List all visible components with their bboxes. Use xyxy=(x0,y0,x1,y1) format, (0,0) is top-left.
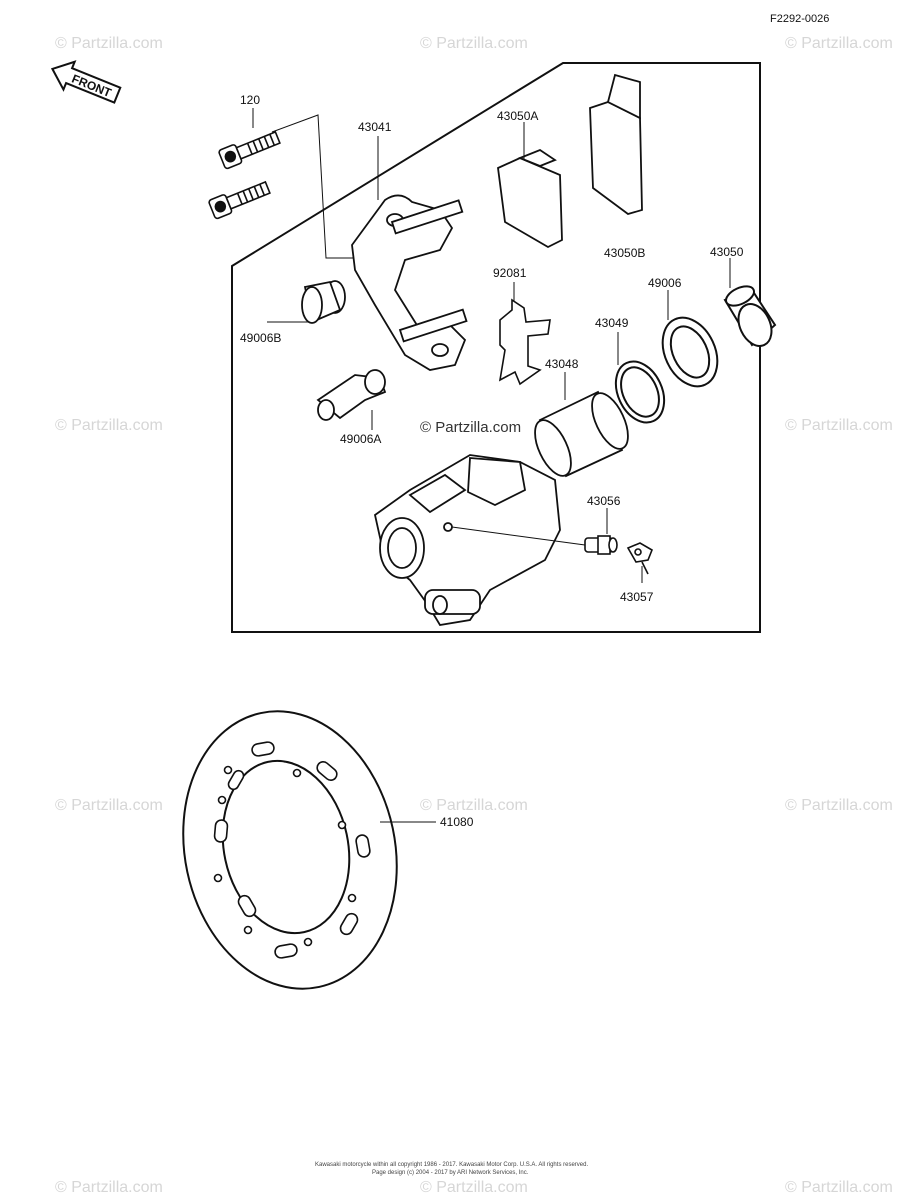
watermark: © Partzilla.com xyxy=(785,1179,893,1196)
leader-line xyxy=(271,114,360,259)
part-label-43057: 43057 xyxy=(620,590,654,604)
watermark-center: © Partzilla.com xyxy=(420,419,521,436)
bleeder-cap-icon xyxy=(626,542,653,575)
part-label-43056: 43056 xyxy=(587,494,621,508)
watermark: © Partzilla.com xyxy=(55,35,163,52)
watermark: © Partzilla.com xyxy=(420,1179,528,1196)
bleeder-valve-icon xyxy=(584,535,618,555)
rubber-boot-icon xyxy=(301,280,387,421)
dust-seal-icon xyxy=(661,316,719,388)
brake-disc-icon xyxy=(182,710,398,990)
caliper-bracket-icon xyxy=(351,194,468,371)
part-label-43049: 43049 xyxy=(595,316,629,330)
copyright-line: Kawasaki motorcycle within all copyright… xyxy=(315,1162,588,1168)
figure-code: F2292-0026 xyxy=(770,13,829,25)
watermark: © Partzilla.com xyxy=(785,417,893,434)
pad-spring-icon xyxy=(498,298,551,386)
bolt-icon xyxy=(208,130,281,220)
caliper-assembly-outline xyxy=(231,62,761,633)
brake-pad-icon xyxy=(497,73,643,249)
part-label-49006A: 49006A xyxy=(340,432,381,446)
part-label-43048: 43048 xyxy=(545,357,579,371)
watermark: © Partzilla.com xyxy=(420,797,528,814)
watermark: © Partzilla.com xyxy=(55,417,163,434)
watermark: © Partzilla.com xyxy=(785,797,893,814)
part-label-43050A: 43050A xyxy=(497,109,538,123)
caliper-body-icon xyxy=(373,454,561,626)
piston-icon xyxy=(534,390,629,478)
part-label-43041: 43041 xyxy=(358,120,392,134)
leader-line xyxy=(451,526,586,546)
part-label-49006: 49006 xyxy=(648,276,682,290)
watermark: © Partzilla.com xyxy=(420,35,528,52)
part-label-41080: 41080 xyxy=(440,815,474,829)
front-arrow-icon: FRONT xyxy=(50,60,122,104)
copyright-line: Page design (c) 2004 - 2017 by ARI Netwo… xyxy=(372,1170,529,1176)
part-label-92081: 92081 xyxy=(493,266,527,280)
part-label-49006B: 49006B xyxy=(240,331,281,345)
piston-seal-icon xyxy=(614,360,666,424)
part-label-43050B: 43050B xyxy=(604,246,645,260)
watermark-layer: © Partzilla.com © Partzilla.com © Partzi… xyxy=(55,35,893,1196)
watermark: © Partzilla.com xyxy=(55,797,163,814)
watermark: © Partzilla.com xyxy=(785,35,893,52)
part-label-43050: 43050 xyxy=(710,245,744,259)
part-label-120: 120 xyxy=(240,93,260,107)
boot-cap-icon xyxy=(723,285,777,347)
watermark: © Partzilla.com xyxy=(55,1179,163,1196)
